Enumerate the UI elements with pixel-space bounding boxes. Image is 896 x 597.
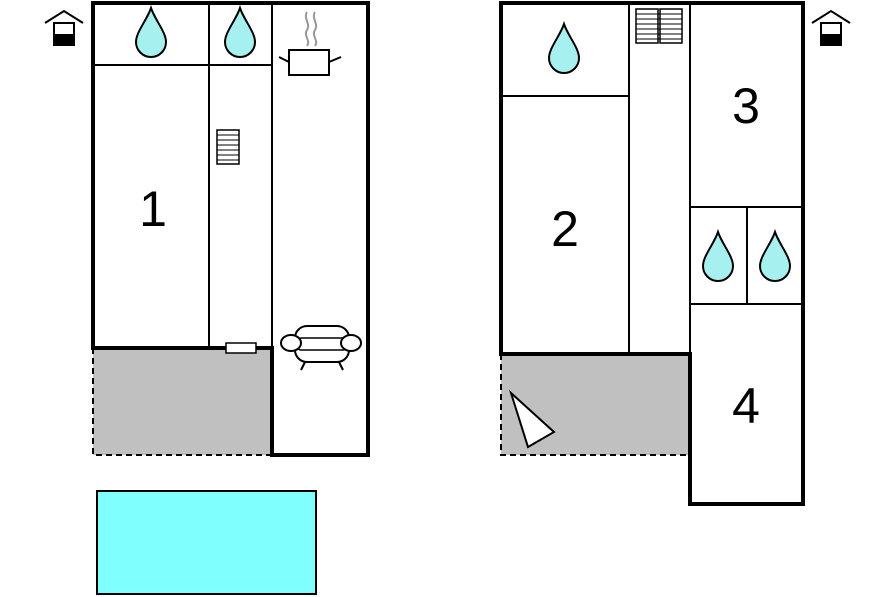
armchair-icon bbox=[280, 325, 362, 371]
room-1-label: 1 bbox=[139, 181, 167, 237]
right-floor: 2 3 4 bbox=[499, 1, 851, 506]
left-floor: 1 bbox=[44, 1, 370, 595]
swimming-pool bbox=[96, 490, 317, 595]
compass-triangle-icon bbox=[508, 389, 556, 449]
water-drop-icon bbox=[759, 231, 791, 282]
terrace-left-dashed-edge bbox=[92, 348, 272, 456]
door-icon bbox=[225, 342, 257, 354]
room-4-label: 4 bbox=[732, 378, 760, 434]
water-drop-icon bbox=[224, 7, 256, 58]
cooking-pot-icon bbox=[278, 11, 342, 76]
water-drop-icon bbox=[548, 23, 580, 74]
room-3-label: 3 bbox=[732, 78, 760, 134]
stairs-icon bbox=[216, 129, 240, 165]
house-level-icon bbox=[811, 10, 851, 46]
house-level-icon bbox=[44, 10, 84, 46]
room-2-label: 2 bbox=[551, 201, 579, 257]
water-drop-icon bbox=[702, 231, 734, 282]
stairs-icon bbox=[635, 8, 683, 44]
water-drop-icon bbox=[135, 7, 167, 58]
terrace-left bbox=[93, 348, 272, 455]
terrace-right-dashed-edge bbox=[500, 354, 690, 456]
